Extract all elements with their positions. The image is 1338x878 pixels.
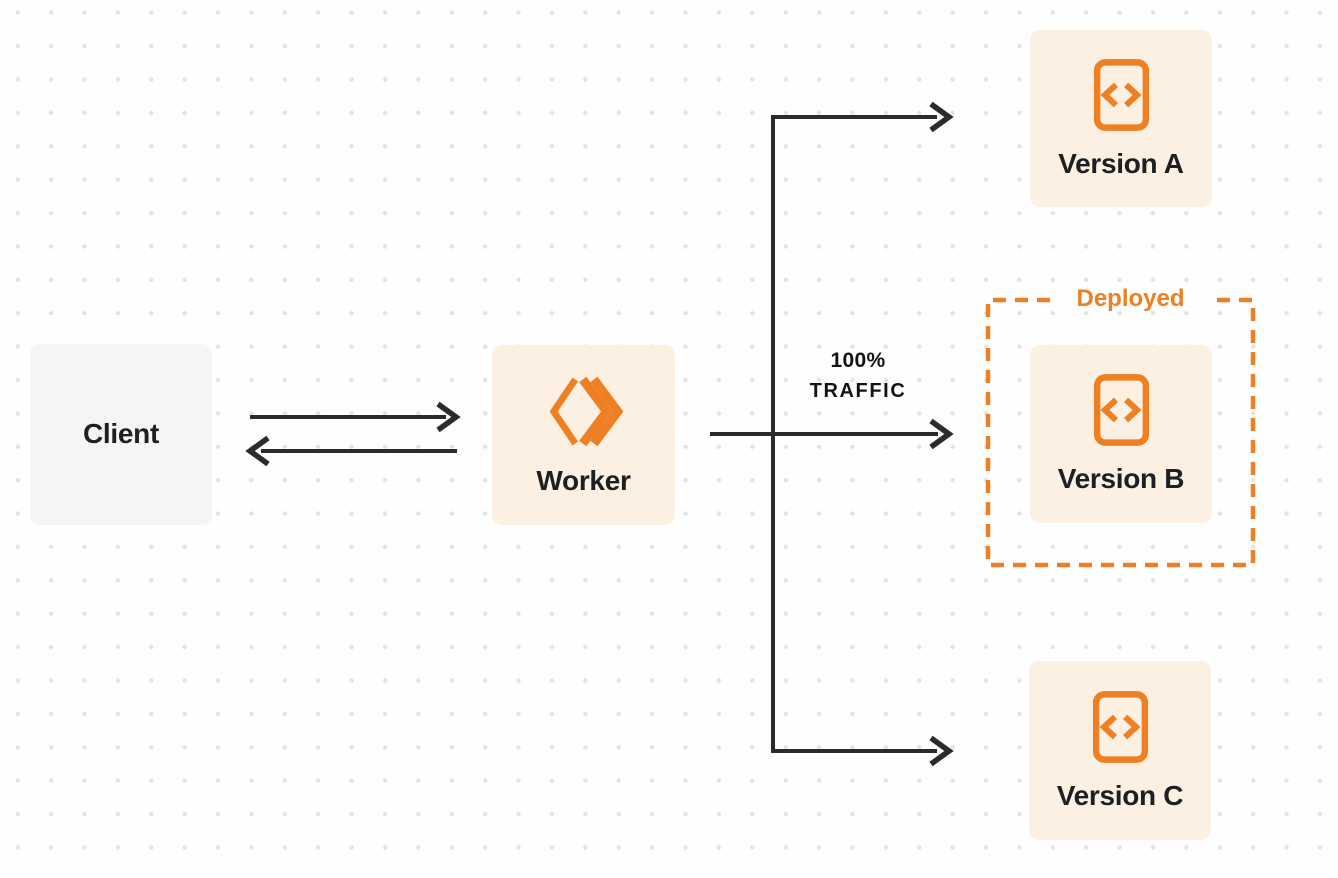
code-file-icon — [1093, 373, 1150, 447]
version-a-node-label: Version A — [1058, 147, 1184, 179]
version-a-node: Version A — [1030, 30, 1212, 207]
arrowhead-client-to-worker — [436, 401, 461, 433]
traffic-annotation: 100% TRAFFIC — [777, 350, 939, 401]
version-b-node-label: Version B — [1057, 463, 1185, 495]
worker-node: Worker — [492, 345, 675, 525]
arrowhead-worker-to-client — [245, 435, 270, 467]
arrowhead-right-middle — [929, 418, 954, 450]
arrowhead-right-top — [929, 101, 954, 133]
version-c-node: Version C — [1029, 661, 1211, 840]
worker-node-label: Worker — [536, 464, 631, 496]
client-node-label: Client — [83, 418, 159, 450]
code-file-icon — [1092, 690, 1149, 764]
branch-spine — [771, 115, 937, 753]
version-b-node: Version B — [1030, 345, 1212, 523]
arrowhead-right-bottom — [929, 735, 954, 767]
deployed-group-label: Deployed — [1076, 285, 1185, 312]
workers-logo-icon — [544, 374, 623, 449]
code-file-icon — [1093, 58, 1150, 132]
client-node: Client — [30, 344, 212, 525]
traffic-percent-text: 100% — [830, 349, 886, 372]
traffic-word-text: TRAFFIC — [809, 380, 907, 402]
version-c-node-label: Version C — [1056, 779, 1184, 811]
